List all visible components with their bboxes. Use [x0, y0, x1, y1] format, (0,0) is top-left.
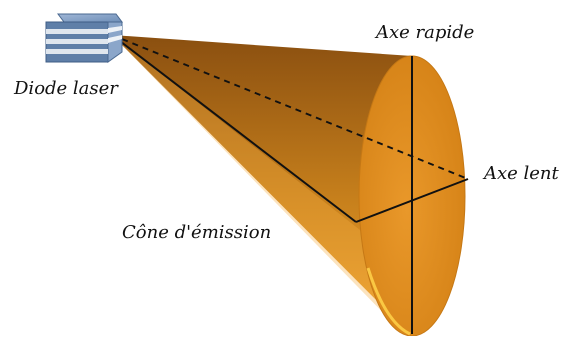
dashed-line-to-slow-axis: [111, 34, 469, 180]
emission-cone-label: Cône d'émission: [122, 222, 272, 243]
laser-diode-icon: [45, 13, 123, 63]
edge-line-to-slow-axis: [111, 34, 357, 223]
ellipse-rim-highlight: [366, 267, 411, 336]
diode-label: Diode laser: [14, 78, 118, 99]
cone-highlight: [112, 35, 400, 330]
slow-axis-line: [355, 178, 469, 223]
slow-axis-label: Axe lent: [484, 163, 559, 184]
fast-axis-label: Axe rapide: [376, 22, 475, 43]
